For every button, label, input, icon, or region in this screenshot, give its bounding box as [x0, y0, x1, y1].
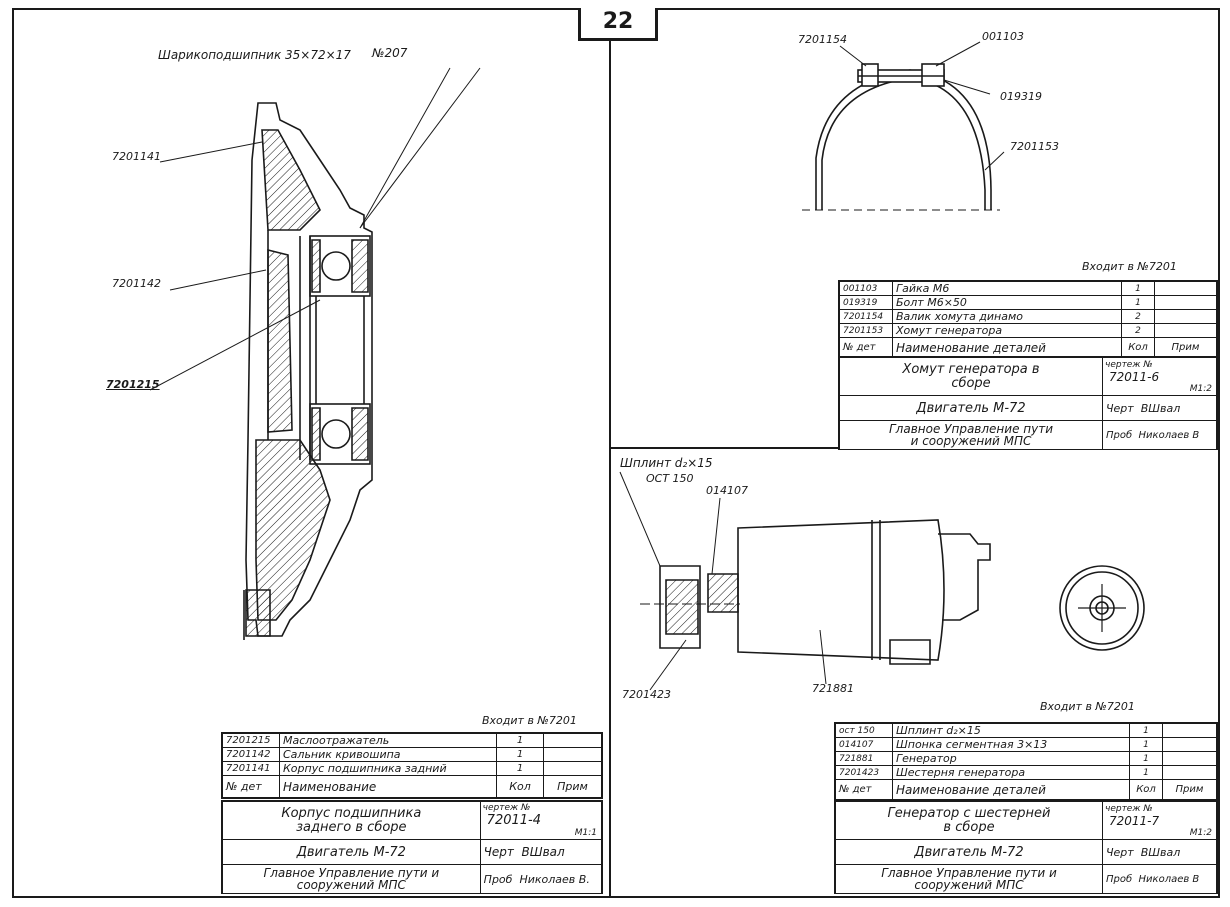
- bearing-number-label: №207: [372, 46, 408, 60]
- generator-drawing-number: 72011-7: [1109, 813, 1160, 828]
- generator-parts-table: ост 150 Шплинт d₂×15 1 014107 Шпонка сег…: [834, 722, 1218, 801]
- clamp-title-line1: Хомут генератора в: [902, 361, 1040, 377]
- bearing-label: Шарикоподшипник 35×72×17: [158, 48, 351, 62]
- generator-org-line2: сооружений МПС: [914, 878, 1024, 892]
- left-drawn-label: Черт: [483, 845, 514, 859]
- left-drawing-label: чертеж №: [482, 803, 531, 813]
- part-label-7201141: 7201141: [112, 150, 161, 163]
- clamp-engine: Двигатель М-72: [839, 395, 1103, 421]
- clamp-parts-table: 001103 Гайка М6 1 019319 Болт М6×50 1 72…: [838, 280, 1218, 359]
- table-row: 7201153 Хомут генератора 2: [839, 323, 1217, 338]
- left-parts-table: 7201215 Маслоотражатель 1 7201142 Сальни…: [221, 732, 603, 799]
- clamp-drawn-label: Черт: [1106, 401, 1134, 415]
- table-row: 7201423 Шестерня генератора 1: [835, 765, 1217, 780]
- clamp-checked-label: Проб: [1106, 429, 1133, 441]
- table-row: 7201154 Валик хомута динамо 2: [839, 309, 1217, 324]
- left-included-in: Входит в №7201: [482, 714, 577, 727]
- clamp-org-line2: и сооружений МПС: [910, 434, 1032, 448]
- part-label-7201215: 7201215: [106, 378, 160, 391]
- left-title-line2: заднего в сборе: [296, 819, 407, 835]
- clamp-label-7201153: 7201153: [1010, 140, 1059, 153]
- generator-drawn-signature: ВШвал: [1140, 845, 1181, 859]
- left-title-block: Корпус подшипника заднего в сборе чертеж…: [221, 800, 603, 894]
- clamp-label-001103: 001103: [982, 30, 1024, 43]
- generator-checked-label: Проб: [1106, 873, 1133, 885]
- table-header-row: № дет Наименование деталей Кол Прим: [839, 337, 1217, 358]
- page-number: 22: [578, 8, 658, 41]
- generator-label-7201423: 7201423: [622, 688, 671, 701]
- left-leader-lines: [149, 67, 481, 391]
- table-row: 721881 Генератор 1: [835, 751, 1217, 766]
- clamp-title-line2: сборе: [951, 375, 991, 391]
- generator-leader-lines: [619, 471, 827, 691]
- clamp-scale: М1:2: [1189, 383, 1212, 394]
- table-row: 7201215 Маслоотражатель 1: [222, 733, 602, 748]
- table-row: 014107 Шпонка сегментная 3×13 1: [835, 737, 1217, 752]
- table-row: 7201142 Сальник кривошипа 1: [222, 747, 602, 762]
- left-engine: Двигатель М-72: [222, 839, 481, 865]
- generator-included-in: Входит в №7201: [1040, 700, 1135, 713]
- part-label-7201142: 7201142: [112, 277, 161, 290]
- clamp-checked-name: Николаев В: [1138, 429, 1200, 441]
- table-row: 7201141 Корпус подшипника задний 1: [222, 761, 602, 776]
- left-title-line1: Корпус подшипника: [281, 805, 422, 821]
- generator-scale: М1:2: [1189, 827, 1212, 838]
- left-checked-label: Проб: [483, 872, 513, 886]
- table-row: 001103 Гайка М6 1: [839, 281, 1217, 296]
- table-row: 019319 Болт М6×50 1: [839, 295, 1217, 310]
- clamp-drawing: [802, 63, 1000, 211]
- clamp-org-line1: Главное Управление пути: [889, 422, 1053, 436]
- generator-label-721881: 721881: [812, 682, 854, 695]
- clamp-included-in: Входит в №7201: [1082, 260, 1177, 273]
- generator-title-line1: Генератор с шестерней: [887, 805, 1051, 821]
- generator-org-line1: Главное Управление пути и: [881, 866, 1057, 880]
- left-scale: М1:1: [574, 828, 597, 838]
- generator-label-cotter: Шплинт d₂×15: [620, 456, 713, 470]
- clamp-drawing-number: 72011-6: [1109, 369, 1160, 384]
- left-org-line2: сооружений МПС: [296, 878, 406, 892]
- clamp-drawing-label: чертеж №: [1105, 359, 1153, 370]
- clamp-leader-lines: [839, 41, 1005, 171]
- bearing-housing-section: [243, 102, 373, 640]
- generator-checked-name: Николаев В: [1138, 873, 1200, 885]
- table-header-row: № дет Наименование деталей Кол Прим: [835, 779, 1217, 800]
- generator-engine: Двигатель М-72: [835, 839, 1103, 865]
- clamp-label-019319: 019319: [1000, 90, 1042, 103]
- generator-title-line2: в сборе: [943, 819, 995, 835]
- generator-label-ost: ОСТ 150: [646, 472, 694, 485]
- generator-title-block: Генератор с шестерней в сборе чертеж № 7…: [834, 800, 1218, 894]
- left-drawing-number: 72011-4: [486, 813, 541, 828]
- generator-drawing-label: чертеж №: [1105, 803, 1153, 814]
- generator-label-014107: 014107: [706, 484, 748, 497]
- left-checked-name: Николаев В.: [519, 872, 590, 886]
- clamp-title-block: Хомут генератора в сборе чертеж № 72011-…: [838, 356, 1218, 450]
- left-org-line1: Главное Управление пути и: [263, 866, 440, 880]
- clamp-label-7201154: 7201154: [798, 33, 847, 46]
- table-row: ост 150 Шплинт d₂×15 1: [835, 723, 1217, 738]
- table-header-row: № дет Наименование Кол Прим: [222, 775, 602, 798]
- generator-drawn-label: Черт: [1106, 845, 1134, 859]
- generator-drawing: [640, 519, 1145, 665]
- clamp-drawn-signature: ВШвал: [1140, 401, 1181, 415]
- left-drawn-signature: ВШвал: [521, 845, 565, 859]
